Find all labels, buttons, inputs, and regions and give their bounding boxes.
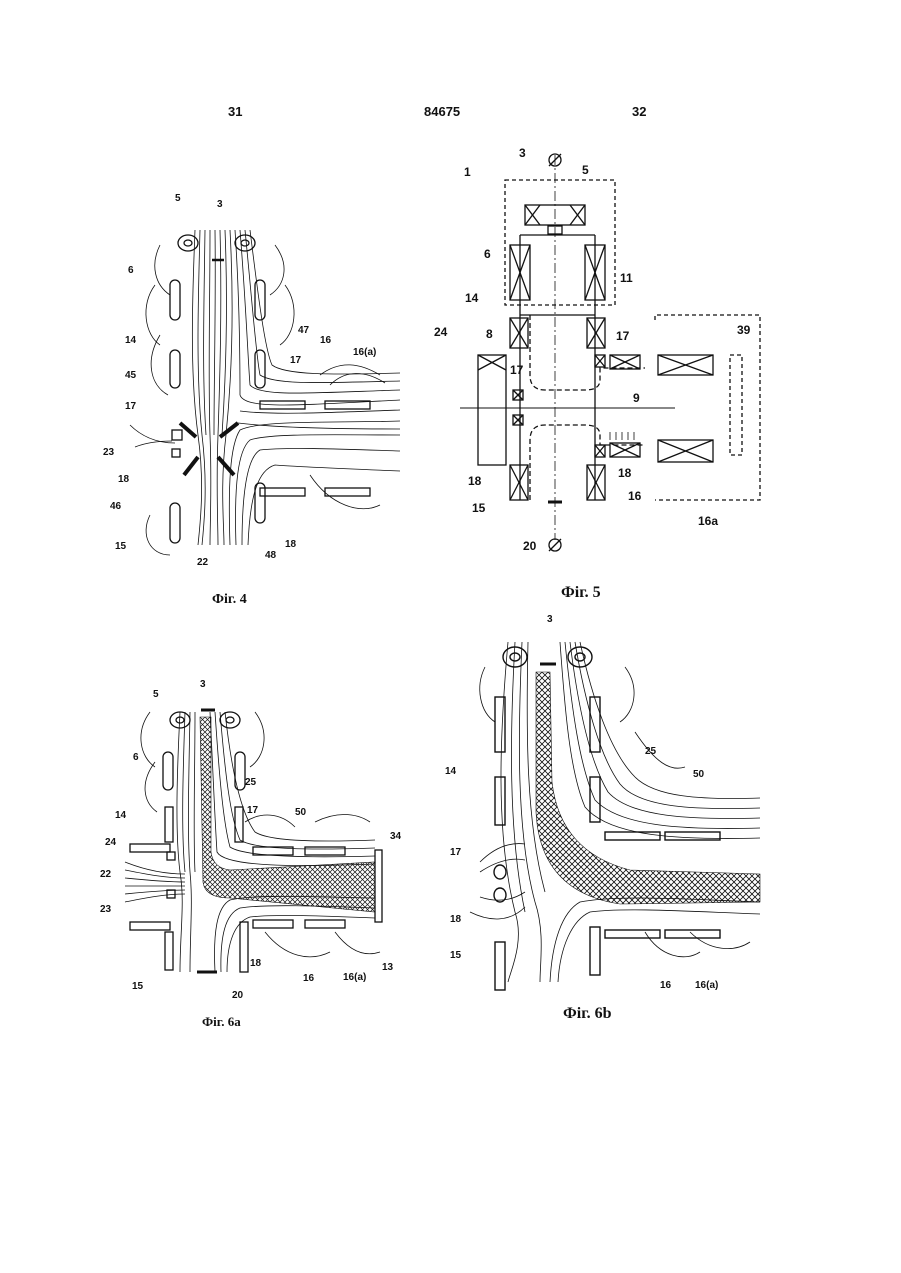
label-3: 3 bbox=[519, 146, 526, 160]
label-24: 24 bbox=[105, 837, 117, 848]
label-8: 8 bbox=[486, 327, 493, 341]
arrows bbox=[180, 423, 238, 475]
page-number-right: 32 bbox=[632, 104, 646, 119]
label-34: 34 bbox=[390, 831, 402, 842]
field-lines bbox=[470, 642, 760, 982]
label-9: 9 bbox=[633, 391, 640, 405]
label-14: 14 bbox=[465, 291, 479, 305]
plasma-region bbox=[536, 672, 760, 904]
label-39: 39 bbox=[737, 323, 751, 337]
label-25: 25 bbox=[245, 777, 257, 788]
label-15: 15 bbox=[115, 541, 127, 552]
figure-5: 3 5 1 6 11 14 8 39 24 17 17 9 18 18 16 1… bbox=[430, 140, 770, 610]
label-17a: 17 bbox=[290, 355, 302, 366]
label-16a: 16a bbox=[698, 514, 718, 528]
label-16a: 16(a) bbox=[695, 980, 718, 991]
label-23: 23 bbox=[100, 904, 112, 915]
label-17: 17 bbox=[247, 805, 259, 816]
label-6: 6 bbox=[128, 265, 134, 276]
page-number-left: 31 bbox=[228, 104, 242, 119]
label-46: 46 bbox=[110, 501, 122, 512]
label-1: 1 bbox=[464, 165, 471, 179]
label-47: 47 bbox=[298, 325, 310, 336]
label-20: 20 bbox=[523, 539, 537, 553]
label-14: 14 bbox=[125, 335, 137, 346]
label-15: 15 bbox=[472, 501, 486, 515]
label-5: 5 bbox=[153, 689, 159, 700]
label-16a: 16(a) bbox=[343, 972, 366, 983]
label-18: 18 bbox=[250, 958, 262, 969]
label-18a: 18 bbox=[468, 474, 482, 488]
label-17b: 17 bbox=[125, 401, 137, 412]
label-16: 16 bbox=[660, 980, 672, 991]
label-50: 50 bbox=[693, 769, 705, 780]
figure-4: 5 3 6 47 14 17 16 16(a) 45 17 23 18 46 1… bbox=[100, 185, 410, 615]
document-number: 84675 bbox=[424, 104, 460, 119]
label-18: 18 bbox=[450, 914, 462, 925]
figure-6a: 5 3 6 25 14 17 50 24 34 22 23 15 20 18 1… bbox=[95, 672, 415, 1037]
label-18b: 18 bbox=[618, 466, 632, 480]
label-14: 14 bbox=[445, 766, 457, 777]
label-3: 3 bbox=[217, 199, 223, 210]
schematic bbox=[460, 154, 760, 551]
label-17a: 17 bbox=[616, 329, 630, 343]
figure-6a-caption: Фіг. 6a bbox=[202, 1014, 241, 1029]
label-16a: 16(a) bbox=[353, 347, 376, 358]
label-5: 5 bbox=[582, 163, 589, 177]
figure-5-caption: Фіг. 5 bbox=[561, 584, 601, 601]
figure-6b: 3 25 50 14 17 18 15 16 16(a) Фіг. 6b bbox=[440, 612, 770, 1032]
label-11: 11 bbox=[620, 271, 633, 285]
label-50: 50 bbox=[295, 807, 307, 818]
label-48: 48 bbox=[265, 550, 277, 561]
coils bbox=[494, 647, 720, 990]
label-15: 15 bbox=[132, 981, 144, 992]
label-16: 16 bbox=[303, 973, 315, 984]
label-24: 24 bbox=[434, 325, 448, 339]
label-17b: 17 bbox=[510, 363, 524, 377]
label-16: 16 bbox=[320, 335, 332, 346]
label-25: 25 bbox=[645, 746, 657, 757]
label-5: 5 bbox=[175, 193, 181, 204]
label-3: 3 bbox=[547, 614, 553, 625]
label-6: 6 bbox=[133, 752, 139, 763]
label-6: 6 bbox=[484, 247, 491, 261]
label-14: 14 bbox=[115, 810, 127, 821]
label-18a: 18 bbox=[118, 474, 130, 485]
label-18b: 18 bbox=[285, 539, 297, 550]
label-15: 15 bbox=[450, 950, 462, 961]
label-22: 22 bbox=[197, 557, 209, 568]
field-lines bbox=[125, 712, 380, 972]
label-20: 20 bbox=[232, 990, 244, 1001]
figure-4-caption: Фіг. 4 bbox=[212, 592, 247, 607]
label-16: 16 bbox=[628, 489, 642, 503]
label-45: 45 bbox=[125, 370, 137, 381]
label-23: 23 bbox=[103, 447, 115, 458]
label-17: 17 bbox=[450, 847, 462, 858]
label-3: 3 bbox=[200, 679, 206, 690]
label-13: 13 bbox=[382, 962, 394, 973]
figure-6b-caption: Фіг. 6b bbox=[563, 1005, 612, 1022]
label-22: 22 bbox=[100, 869, 112, 880]
coils bbox=[170, 235, 370, 543]
